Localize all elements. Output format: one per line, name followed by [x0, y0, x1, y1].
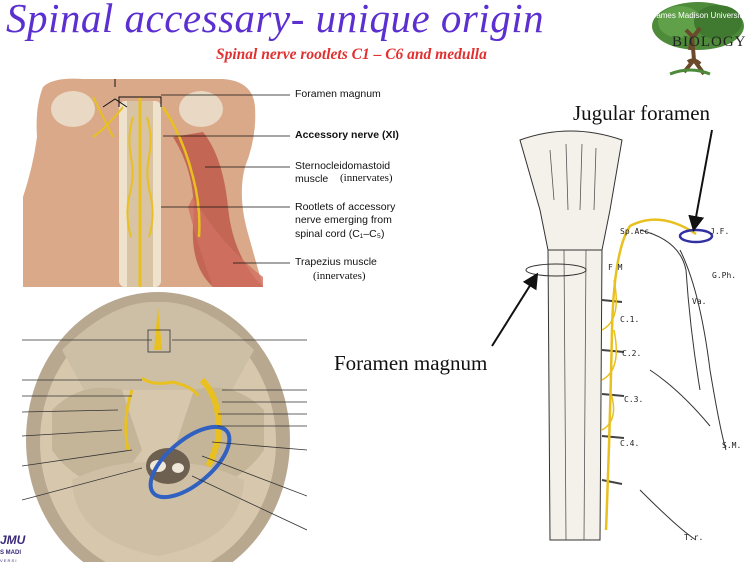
label-sm: S.M.: [722, 441, 741, 450]
slide-subtitle: Spinal nerve rootlets C1 – C6 and medull…: [216, 46, 487, 63]
label-foramen-magnum-large: Foramen magnum: [334, 351, 488, 375]
jmu-corner-logo: JMU S MADI V E R S I: [0, 530, 26, 564]
label-c2: C.2.: [622, 349, 641, 358]
label-tr: T.r.: [684, 533, 703, 542]
label-scm-note: (innervates): [340, 172, 393, 184]
slide-title: Spinal accessary- unique origin: [6, 0, 545, 41]
label-c4: C.4.: [620, 439, 639, 448]
label-jugular-foramen: Jugular foramen: [573, 101, 711, 125]
label-gph: G.Ph.: [712, 271, 736, 280]
label-rootlets-line3: spinal cord (C₁–C₅): [295, 228, 385, 240]
label-trapezius-note: (innervates): [313, 270, 366, 282]
logo-biology-text: BIOLOGY: [672, 34, 747, 50]
label-rootlets-line1: Rootlets of accessory: [295, 201, 396, 213]
skull-base-illustration: [22, 290, 307, 562]
neck-anatomy-illustration: [23, 77, 290, 287]
label-scm-line2: muscle: [295, 173, 329, 185]
svg-text:V E R S I: V E R S I: [0, 558, 16, 563]
svg-text:S MADI: S MADI: [0, 550, 21, 556]
svg-text:JMU: JMU: [0, 533, 26, 547]
spinal-accessory-diagram: Sp.Acc. J.F. G.Ph. Va. F M C.1. C.2. C.3…: [510, 130, 748, 550]
label-va: Va.: [692, 297, 706, 306]
label-fm: F M: [608, 263, 623, 272]
jmu-biology-logo: [650, 0, 748, 78]
label-sp-acc: Sp.Acc.: [620, 227, 654, 236]
logo-university-text: James Madison University: [652, 11, 746, 20]
label-c3: C.3.: [624, 395, 643, 404]
label-foramen-magnum: Foramen magnum: [295, 88, 381, 100]
label-c1: C.1.: [620, 315, 639, 324]
label-jf: J.F.: [710, 227, 729, 236]
label-scm-line1: Sternocleidomastoid: [295, 160, 391, 172]
label-trapezius: Trapezius muscle: [295, 256, 377, 268]
label-accessory-nerve: Accessory nerve (XI): [295, 129, 399, 141]
label-rootlets-line2: nerve emerging from: [295, 214, 392, 226]
